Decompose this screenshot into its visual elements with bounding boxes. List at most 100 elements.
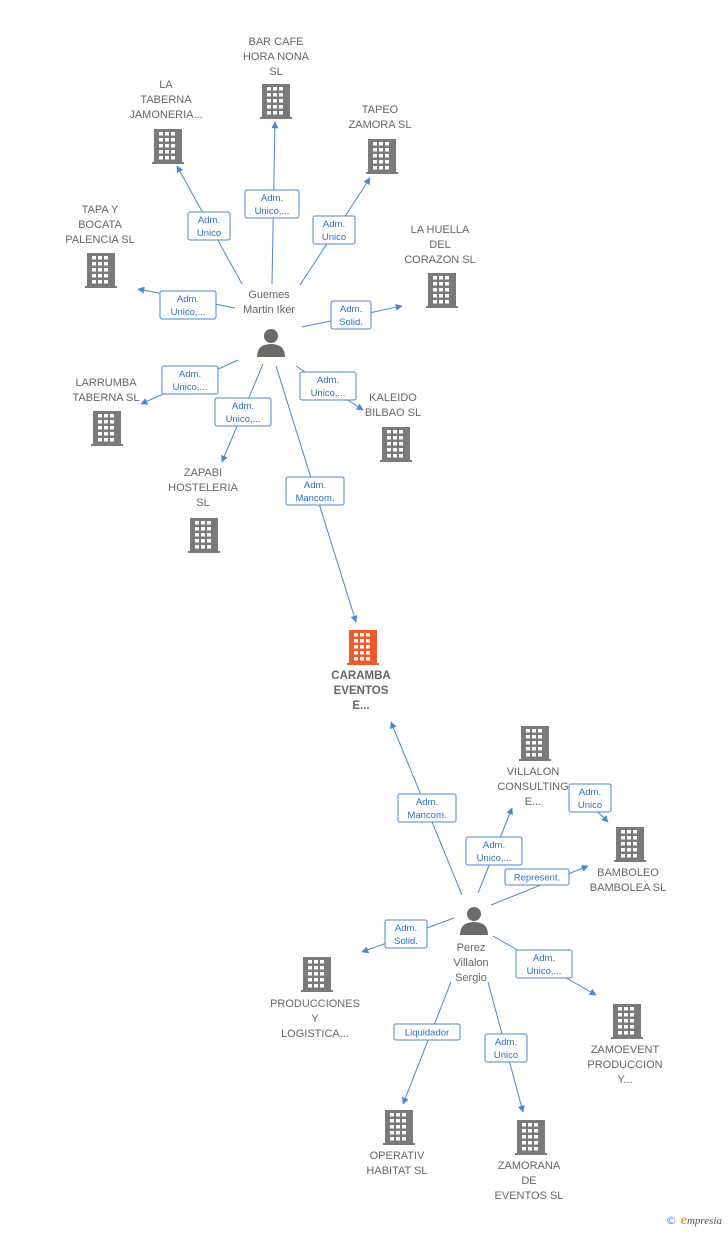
edge-label-guemes-to-caramba: Adm.Mancom. xyxy=(285,476,345,506)
edge-label-text: Unico xyxy=(578,800,602,811)
edge-label-perez-to-villalon: Adm. Unico,... xyxy=(465,836,523,866)
node-label: ZAMORA SL xyxy=(349,119,412,131)
node-label: PRODUCCION xyxy=(587,1059,662,1071)
edge-label-text: Unico,... xyxy=(477,853,512,864)
edge-label-text: Unico,... xyxy=(226,414,261,425)
building-icon xyxy=(383,1110,415,1145)
node-label: HOSTELERIA xyxy=(168,482,238,494)
node-zamoevent[interactable]: ZAMOEVENTPRODUCCIONY... xyxy=(587,1004,663,1086)
edge-label-text: Unico,... xyxy=(311,388,346,399)
node-label: CONSULTING xyxy=(497,781,568,793)
edge-label-text: Unico,... xyxy=(527,966,562,977)
edge-label-guemes-to-tapa_bocata: Adm. Unico,... xyxy=(159,290,217,320)
edge-label-text: Unico,... xyxy=(171,307,206,318)
edge-label-text: Unico xyxy=(197,228,221,239)
edge-label-guemes-to-larrumba: Adm. Unico,... xyxy=(161,365,219,395)
building-icon xyxy=(188,518,220,553)
building-icon xyxy=(347,630,379,665)
building-icon xyxy=(426,273,458,308)
edge-label-perez-to-operativ: Liquidador xyxy=(393,1023,461,1041)
node-label: BAMBOLEA SL xyxy=(590,882,666,894)
building-icon xyxy=(301,957,333,992)
edge-label-text: Unico xyxy=(322,232,346,243)
edge-labels-layer: Adm.Unico,...Adm.UnicoAdm.UnicoAdm.Unico… xyxy=(159,189,612,1063)
node-label: TABERNA xyxy=(140,94,192,106)
node-label: ZAMORANA xyxy=(498,1160,561,1172)
person-icon xyxy=(257,329,285,357)
node-zamorana[interactable]: ZAMORANA DE EVENTOS SL xyxy=(495,1120,564,1202)
node-label: HABITAT SL xyxy=(366,1165,427,1177)
brand-name: mpresia xyxy=(686,1215,722,1227)
building-icon xyxy=(152,129,184,164)
node-label: ZAMOEVENT xyxy=(591,1044,660,1056)
copyright-icon: © xyxy=(665,1214,677,1227)
node-label: LOGISTICA... xyxy=(281,1028,349,1040)
edge-label-text: Adm. xyxy=(179,369,201,380)
brand-initial: e xyxy=(680,1213,687,1228)
node-label: DEL xyxy=(429,239,450,251)
node-label: TABERNA SL xyxy=(72,392,139,404)
node-villalon[interactable]: VILLALON CONSULTING E... xyxy=(497,726,569,808)
edge-label-text: Solid. xyxy=(339,317,363,328)
node-label: VILLALON xyxy=(507,766,560,778)
node-producciones[interactable]: PRODUCCIONESYLOGISTICA... xyxy=(270,957,360,1040)
node-label: E... xyxy=(525,796,542,808)
node-operativ[interactable]: OPERATIV HABITAT SL xyxy=(366,1110,428,1177)
node-label: HORA NONA xyxy=(243,51,310,63)
node-label: EVENTOS SL xyxy=(495,1190,564,1202)
node-label: Sergio xyxy=(455,972,487,984)
node-label: OPERATIV xyxy=(370,1150,425,1162)
edge-label-text: Adm. xyxy=(416,797,438,808)
edge-label-guemes-to-zapabi: Adm. Unico,... xyxy=(214,397,272,427)
edge-label-perez-to-producciones: Adm.Solid. xyxy=(384,919,428,949)
node-caramba[interactable]: CARAMBAEVENTOSE... xyxy=(331,630,391,712)
edge-label-text: Adm. xyxy=(483,840,505,851)
edge-label-guemes-to-la_huella: Adm.Solid. xyxy=(330,300,372,330)
edge-label-guemes-to-la_taberna: Adm.Unico xyxy=(187,211,231,241)
edge-label-text: Adm. xyxy=(495,1037,517,1048)
node-label: Villalon xyxy=(453,957,488,969)
building-icon xyxy=(614,827,646,862)
building-icon xyxy=(85,253,117,288)
person-icon xyxy=(460,907,488,935)
node-label: Y xyxy=(311,1013,319,1025)
edge-label-text: Unico,... xyxy=(255,206,290,217)
edge-label-text: Adm. xyxy=(261,193,283,204)
node-label: PALENCIA SL xyxy=(65,234,135,246)
edge-label-text: Adm. xyxy=(177,294,199,305)
edge-perez-to-operativ[interactable] xyxy=(402,981,452,1105)
building-icon xyxy=(611,1004,643,1039)
node-label: TAPEO xyxy=(362,104,399,116)
edge-label-perez-to-zamoevent: Adm.Unico,... xyxy=(515,949,573,979)
edge-label-text: Adm. xyxy=(232,401,254,412)
node-label: BOCATA xyxy=(78,219,122,231)
edge-label-guemes-to-tapeo: Adm.Unico xyxy=(312,215,356,245)
building-icon xyxy=(366,139,398,174)
node-label: LA xyxy=(159,79,173,91)
edge-label-perez-to-bamboleo: Represent. xyxy=(504,868,570,886)
footer-brand[interactable]: ©empresia xyxy=(666,1213,722,1229)
building-icon xyxy=(380,427,412,462)
node-label: KALEIDO xyxy=(369,392,417,404)
edge-label-text: Solid. xyxy=(394,936,418,947)
node-label: CARAMBA xyxy=(331,670,390,682)
node-label: Perez xyxy=(457,942,486,954)
node-la_taberna[interactable]: LATABERNAJAMONERIA... xyxy=(129,79,203,164)
node-label: DE xyxy=(521,1175,536,1187)
edge-label-text: Adm. xyxy=(579,787,601,798)
edge-label-text: Unico,... xyxy=(173,382,208,393)
node-label: SL xyxy=(196,497,209,509)
edge-label-text: Adm. xyxy=(317,375,339,386)
node-label: SL xyxy=(269,66,282,78)
node-tapeo[interactable]: TAPEO ZAMORA SL xyxy=(349,104,412,174)
